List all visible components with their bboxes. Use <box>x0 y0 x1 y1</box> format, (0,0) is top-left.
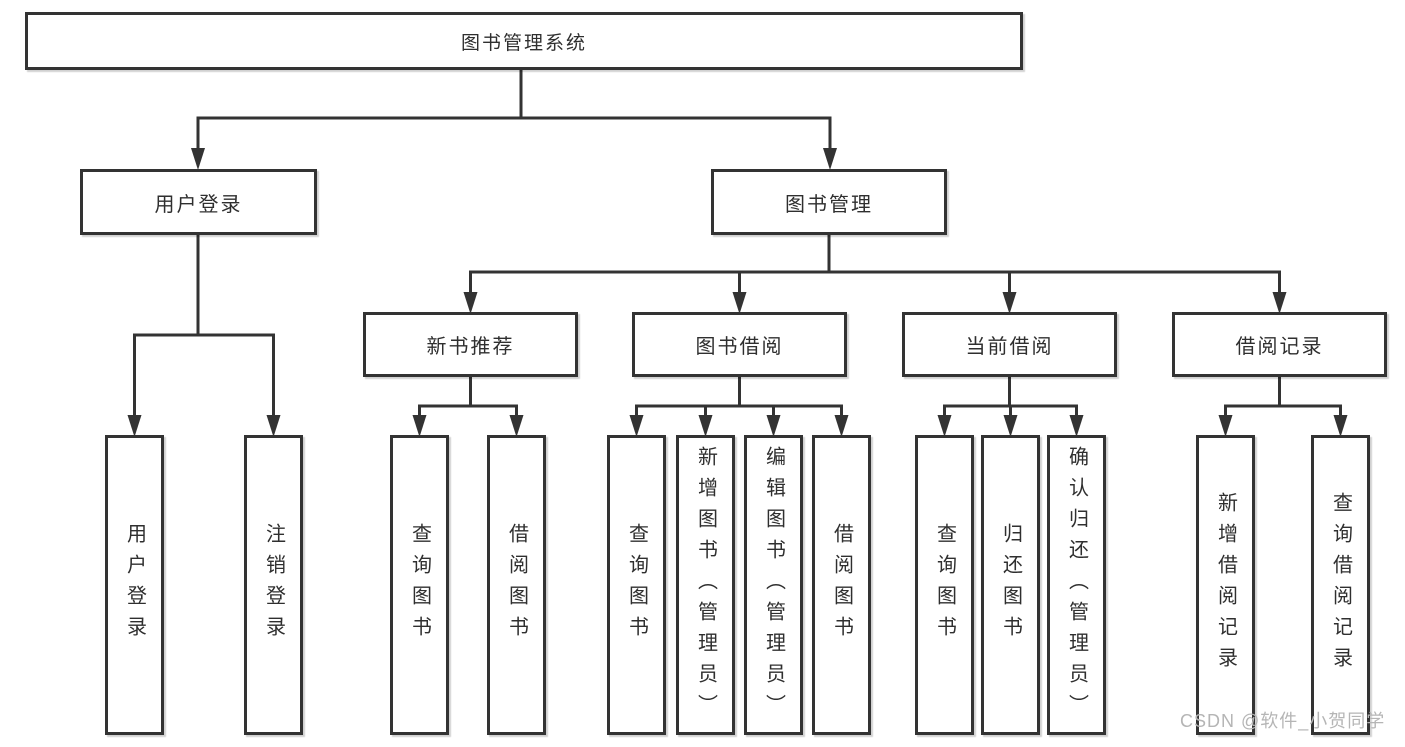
leaf-logout: 注销登录 <box>244 435 303 735</box>
leaf-label: 查询图书 <box>408 523 431 647</box>
leaf-label: 用户登录 <box>123 523 146 647</box>
node-new-book-recommendation: 新书推荐 <box>363 312 578 377</box>
leaf-label: 查询图书 <box>625 523 648 647</box>
leaf-add-borrow-record: 新增借阅记录 <box>1196 435 1255 735</box>
leaf-edit-book-admin: 编辑图书（管理员） <box>744 435 803 735</box>
leaf-query-books: 查询图书 <box>915 435 974 735</box>
leaf-query-books: 查询图书 <box>390 435 449 735</box>
leaf-label: 确认归还（管理员） <box>1065 445 1088 725</box>
node-library-management-system: 图书管理系统 <box>25 12 1023 70</box>
csdn-watermark: CSDN @软件_小贺同学 <box>1180 711 1386 731</box>
leaf-return-book: 归还图书 <box>981 435 1040 735</box>
leaf-label: 归还图书 <box>999 523 1022 647</box>
leaf-confirm-return-admin: 确认归还（管理员） <box>1047 435 1106 735</box>
leaf-borrow-books: 借阅图书 <box>487 435 546 735</box>
leaf-label: 编辑图书（管理员） <box>762 445 785 725</box>
leaf-label: 新增图书（管理员） <box>694 445 717 725</box>
leaf-query-books: 查询图书 <box>607 435 666 735</box>
leaf-label: 借阅图书 <box>505 523 528 647</box>
node-user-login: 用户登录 <box>80 169 317 235</box>
leaf-label: 查询借阅记录 <box>1329 492 1352 678</box>
leaf-label: 借阅图书 <box>830 523 853 647</box>
leaf-label: 注销登录 <box>262 523 285 647</box>
leaf-user-login: 用户登录 <box>105 435 164 735</box>
node-borrowing-records: 借阅记录 <box>1172 312 1387 377</box>
leaf-label: 新增借阅记录 <box>1214 492 1237 678</box>
node-current-borrowing: 当前借阅 <box>902 312 1117 377</box>
node-book-borrowing: 图书借阅 <box>632 312 847 377</box>
node-book-management: 图书管理 <box>711 169 947 235</box>
leaf-borrow-books: 借阅图书 <box>812 435 871 735</box>
leaf-label: 查询图书 <box>933 523 956 647</box>
leaf-add-book-admin: 新增图书（管理员） <box>676 435 735 735</box>
leaf-query-borrow-record: 查询借阅记录 <box>1311 435 1370 735</box>
